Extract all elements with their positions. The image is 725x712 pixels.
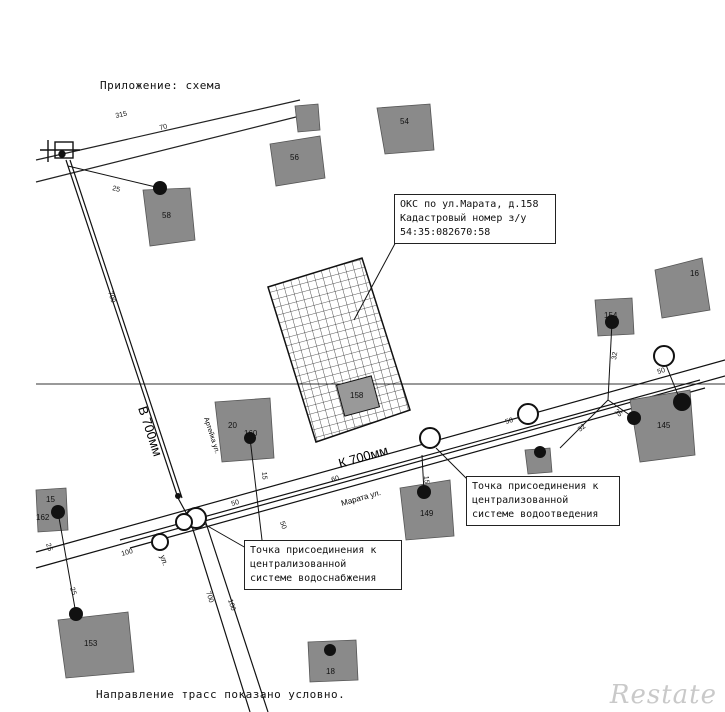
wells: [151, 345, 675, 551]
building-56-annex: [294, 103, 321, 133]
svg-text:32: 32: [577, 423, 588, 433]
svg-text:158: 158: [350, 391, 364, 400]
svg-text:58: 58: [162, 211, 171, 220]
building-58: [142, 187, 196, 247]
svg-text:25: 25: [112, 185, 121, 194]
watermark-logo: Restate: [609, 680, 717, 710]
svg-text:25: 25: [68, 586, 77, 596]
building-20-160: [214, 397, 275, 463]
water-callout-line3: системе водоснабжения: [250, 573, 377, 584]
svg-text:16: 16: [690, 269, 699, 278]
branch-58: [67, 165, 161, 189]
sewer-callout-line1: Точка присоединения к: [472, 481, 599, 492]
oks-callout-line3: 54:35:082670:58: [400, 227, 491, 238]
buildings: [35, 103, 711, 683]
page-title: Приложение: схема: [100, 79, 222, 92]
well-water-3: [151, 533, 169, 551]
svg-text:700: 700: [106, 290, 116, 303]
svg-text:50: 50: [505, 417, 515, 426]
marata-road: [35, 359, 725, 569]
svg-text:15: 15: [46, 495, 55, 504]
svg-text:70: 70: [159, 123, 168, 132]
well-sewer-3: [653, 345, 675, 367]
svg-text:162: 162: [36, 513, 50, 522]
svg-text:149: 149: [420, 509, 434, 518]
callout-leaders: [203, 237, 471, 549]
oks-callout-line2: Кадастровый номер з/у: [400, 213, 527, 224]
well-sewer-2: [517, 403, 539, 425]
building-149: [399, 479, 455, 541]
sewer-pipe-label: К 700мм: [337, 442, 390, 470]
svg-text:15: 15: [422, 476, 430, 484]
building-56: [269, 135, 326, 187]
svg-text:100: 100: [226, 598, 236, 611]
building-153: [57, 611, 135, 679]
oks-callout: ОКС по ул.Марата, д.158 Кадастровый номе…: [394, 194, 556, 244]
oks-callout-line1: ОКС по ул.Марата, д.158: [400, 199, 539, 210]
svg-text:100: 100: [121, 548, 134, 558]
consumer-dots: [51, 181, 691, 656]
svg-text:18: 18: [326, 667, 335, 676]
svg-text:154: 154: [604, 311, 618, 320]
sewer-callout-line3: системе водоотведения: [472, 509, 599, 520]
well-sewer-1: [419, 427, 441, 449]
lower-street: [189, 519, 269, 712]
footer-note: Направление трасс показано условно.: [96, 688, 346, 701]
svg-text:700: 700: [204, 590, 214, 603]
svg-text:50: 50: [657, 367, 667, 376]
sewer-connection-callout: Точка присоединения к централизованной с…: [466, 476, 620, 526]
well-water-2: [175, 513, 193, 531]
oks-plot: [267, 257, 411, 443]
svg-text:54: 54: [400, 117, 409, 126]
building-54: [376, 103, 435, 155]
svg-text:153: 153: [84, 639, 98, 648]
svg-text:60: 60: [331, 475, 341, 484]
top-well-node: [40, 140, 80, 162]
sewer-callout-line2: централизованной: [472, 495, 569, 506]
building-numbers: 54 56 58 154 16 145 20 160 149 15 162 15…: [36, 117, 699, 676]
svg-text:56: 56: [290, 153, 299, 162]
svg-text:15: 15: [260, 472, 268, 480]
distance-labels: 315 70 25 700 15 50 60 50 32 32 35 15 50…: [44, 110, 666, 611]
water-callout-line2: централизованной: [250, 559, 347, 570]
svg-text:315: 315: [115, 110, 128, 119]
oks-building: [335, 375, 381, 417]
street-third: ул.: [158, 554, 170, 567]
water-connection-callout: Точка присоединения к централизованной с…: [244, 540, 402, 590]
svg-text:20: 20: [228, 421, 237, 430]
svg-text:32: 32: [611, 351, 619, 360]
building-16x: [654, 257, 711, 319]
svg-text:50: 50: [231, 499, 241, 508]
svg-text:50: 50: [278, 520, 287, 530]
building-18: [307, 639, 359, 683]
water-pipe-label: В 700мм: [135, 404, 165, 458]
street-marata: Марата ул.: [340, 488, 382, 508]
svg-text:160: 160: [244, 429, 258, 438]
svg-text:35: 35: [613, 408, 624, 418]
svg-text:25: 25: [44, 542, 53, 552]
water-callout-line1: Точка присоединения к: [250, 545, 377, 556]
svg-text:145: 145: [657, 421, 671, 430]
top-road: [35, 99, 301, 183]
